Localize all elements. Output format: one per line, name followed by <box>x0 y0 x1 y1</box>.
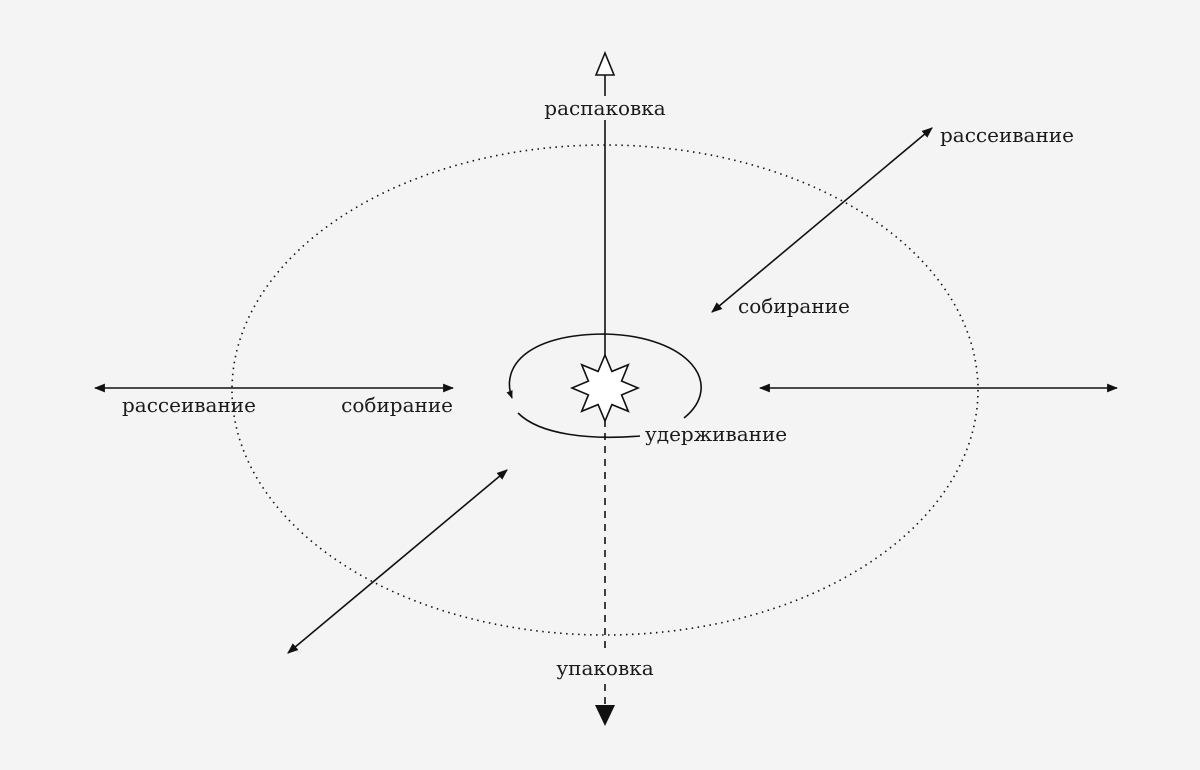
label-ne-gathering: собирание <box>738 294 850 318</box>
label-left-gathering: собирание <box>341 393 453 417</box>
label-packing: упаковка <box>556 656 653 680</box>
filled-arrowhead-icon <box>595 705 615 726</box>
label-unpacking: распаковка <box>544 96 665 120</box>
holding-loop-arrow <box>506 333 702 419</box>
unpacking-arrow <box>594 50 616 356</box>
southwest-diagonal-arrow <box>287 469 508 654</box>
open-arrowhead-icon <box>594 50 616 76</box>
packing-arrow <box>595 420 615 726</box>
label-left-scattering: рассеивание <box>122 393 256 417</box>
northeast-diagonal-arrow <box>711 127 933 313</box>
star-icon <box>569 352 641 424</box>
label-holding: удерживание <box>645 422 787 446</box>
label-ne-scattering: рассеивание <box>940 123 1074 147</box>
holding-loop-lower <box>517 412 641 439</box>
